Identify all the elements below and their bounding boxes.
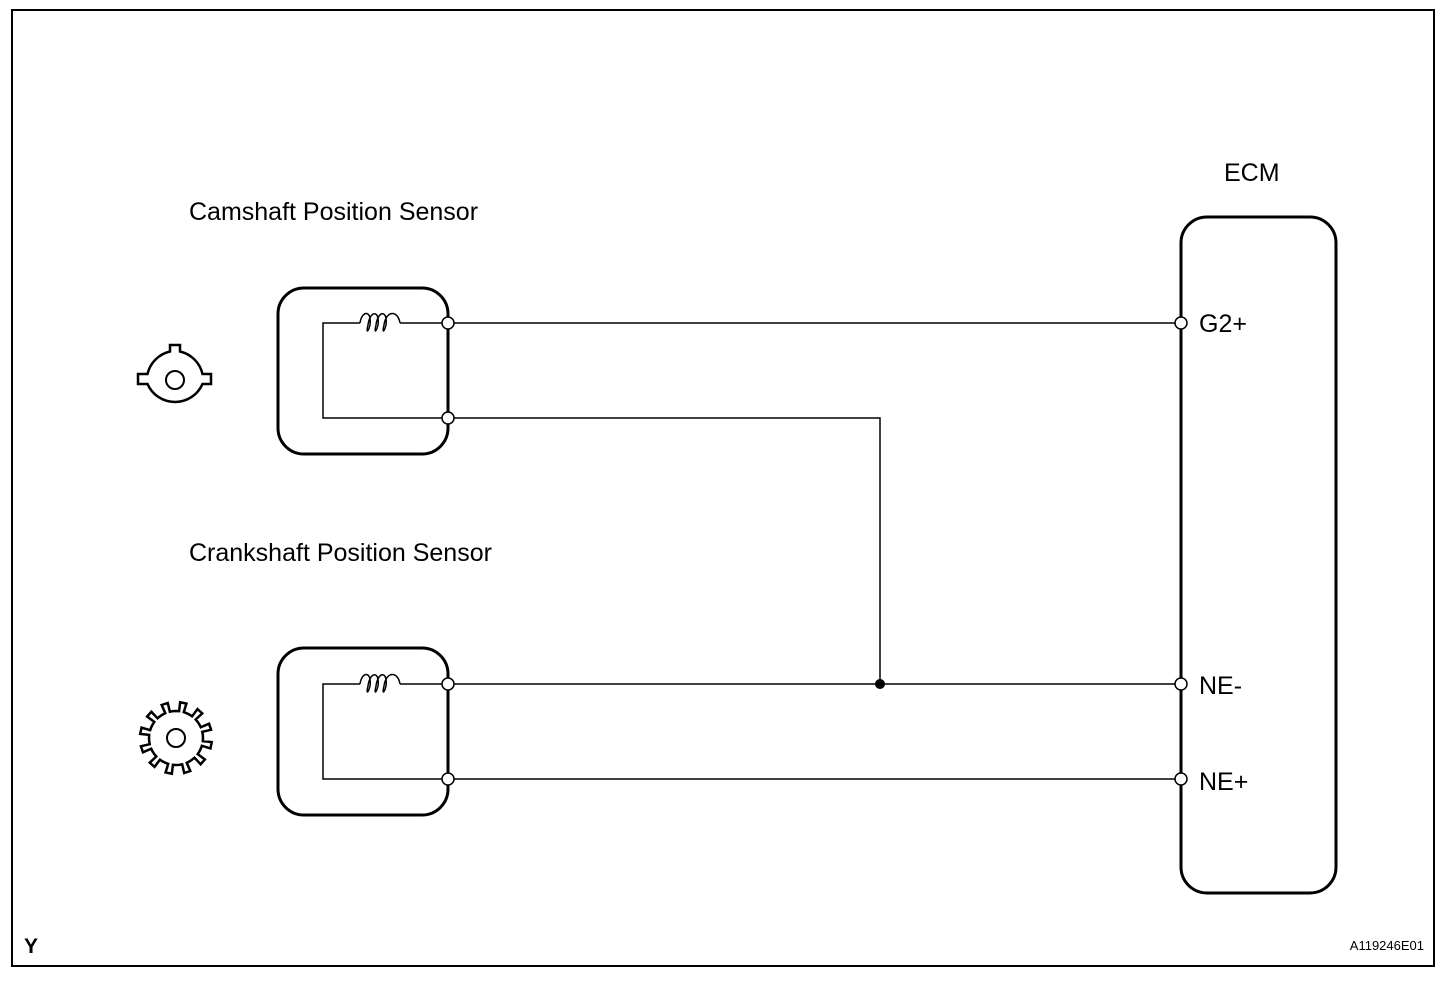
corner-code: Y [24, 935, 38, 958]
crankshaft-sensor-label: Crankshaft Position Sensor [189, 539, 492, 567]
camshaft-sensor-body [276, 286, 450, 456]
camshaft-terminal-2 [441, 411, 455, 425]
camshaft-terminal-1 [441, 316, 455, 330]
crankshaft-sensor-body [276, 646, 450, 817]
ecm-box [1179, 215, 1338, 895]
splice-junction [875, 679, 885, 689]
camshaft-sensor-coil [322, 312, 448, 419]
crankshaft-terminal-2 [441, 772, 455, 786]
crankshaft-terminal-1 [441, 677, 455, 691]
ecm-terminal-ne-minus-label: NE- [1199, 672, 1242, 700]
camshaft-sensor-label: Camshaft Position Sensor [189, 198, 478, 226]
camshaft-rotor-icon [136, 343, 213, 404]
crankshaft-sensor-coil [322, 673, 448, 780]
ecm-terminal-g2-plus [1174, 316, 1188, 330]
ecm-terminal-ne-minus [1174, 677, 1188, 691]
figure-id: A119246E01 [1350, 938, 1424, 953]
diagram-frame [11, 9, 1435, 967]
ecm-label: ECM [1224, 159, 1280, 187]
ecm-terminal-g2-plus-label: G2+ [1199, 310, 1247, 338]
ecm-terminal-ne-plus-label: NE+ [1199, 768, 1248, 796]
crankshaft-rotor-icon [138, 700, 214, 776]
ecm-terminal-ne-plus [1174, 772, 1188, 786]
wire-cam-return [448, 417, 881, 684]
